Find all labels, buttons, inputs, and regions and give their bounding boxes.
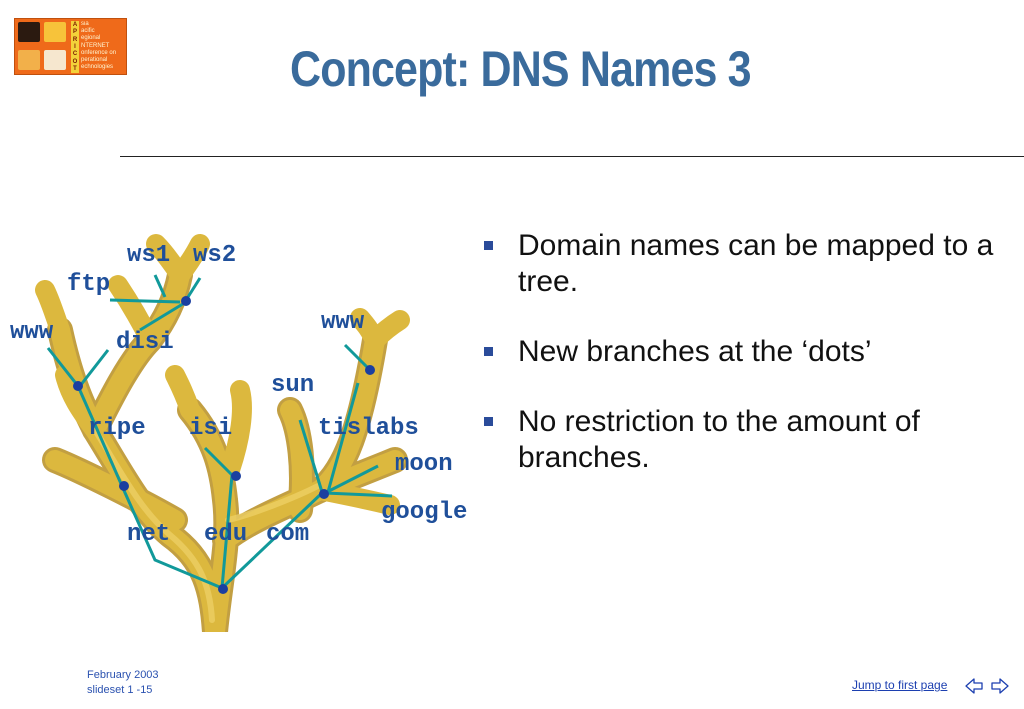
connector-ripe (76, 385, 124, 487)
label-ripe: ripe (88, 415, 146, 442)
slide-title: Concept: DNS Names 3 (290, 41, 752, 97)
connector-www-left (46, 347, 80, 387)
node-tislabs (365, 365, 375, 375)
connector-edu (220, 474, 234, 589)
connector-ws1 (153, 274, 167, 298)
label-tislabs: tislabs (318, 415, 419, 442)
label-disi: disi (116, 329, 174, 356)
logo-acronym: A P R I C O T (71, 21, 79, 73)
label-net: net (127, 521, 171, 548)
bullet-text: Domain names can be mapped to a tree. (518, 229, 994, 298)
acronym-letter: R (72, 36, 78, 43)
connector-google (324, 491, 393, 498)
tree-nodes (73, 296, 375, 594)
bullet-item: New branches at the ‘dots’ (484, 334, 1004, 370)
arrow-left-outline-icon[interactable] (964, 676, 984, 696)
label-ftp: ftp (67, 271, 111, 298)
logo-word: NTERNET (81, 42, 110, 49)
bullet-item: Domain names can be mapped to a tree. (484, 228, 1004, 300)
connector-net (120, 485, 223, 590)
bullet-text: No restriction to the amount of branches… (518, 405, 920, 474)
label-isi: isi (189, 415, 233, 442)
label-ws2: ws2 (193, 242, 237, 269)
logo-word: echnologies (81, 64, 114, 71)
label-edu: edu (204, 521, 248, 548)
logo-word: onference on (81, 49, 117, 56)
logo-word: acific (81, 28, 95, 35)
acronym-letter: T (73, 65, 77, 72)
acronym-letter: C (72, 51, 78, 58)
label-google: google (381, 499, 468, 526)
sun-icon (44, 22, 66, 42)
title-divider (120, 156, 1024, 157)
apricot-logo: A P R I C O T sia acific egional NTERNET… (14, 18, 127, 75)
label-com: com (266, 521, 310, 548)
connector-tislabs (298, 419, 324, 493)
connector-www-right (343, 343, 370, 370)
connector-ws2 (186, 277, 202, 298)
connector-isi (203, 446, 234, 477)
logo-word: perational (81, 57, 108, 64)
node-ripe (73, 381, 83, 391)
node-edu (231, 471, 241, 481)
acronym-letter: P (72, 29, 77, 36)
connector-ftp (109, 298, 181, 304)
logo-word: sia (81, 21, 89, 27)
acronym-letter: O (72, 58, 78, 65)
footer-date: February 2003 (87, 669, 159, 681)
label-ws1: ws1 (127, 242, 171, 269)
logo-words: sia acific egional NTERNET onference on … (81, 21, 127, 73)
acronym-letter: A (72, 22, 78, 28)
jump-to-first-page-link[interactable]: Jump to first page (852, 678, 948, 692)
label-www-right: www (321, 309, 365, 336)
connector-disi (78, 349, 110, 387)
arrow-right-outline-icon[interactable] (990, 676, 1010, 696)
dns-tree-diagram (35, 234, 410, 632)
bullet-text: New branches at the ‘dots’ (518, 335, 872, 368)
logo-word: egional (81, 35, 101, 42)
connector-com (220, 491, 324, 590)
bullet-list: Domain names can be mapped to a tree. Ne… (484, 228, 1004, 510)
footer-slideset: slideset 1 -15 (87, 684, 153, 696)
globe-icon (18, 22, 40, 42)
label-sun: sun (271, 372, 315, 399)
node-root (218, 584, 228, 594)
cloud-icon (44, 50, 66, 70)
node-disi (181, 296, 191, 306)
book-icon (18, 50, 40, 70)
node-net (119, 481, 129, 491)
node-com (319, 489, 329, 499)
bullet-square-icon (484, 347, 493, 356)
footer-info: February 2003 slideset 1 -15 (87, 668, 159, 698)
label-moon: moon (395, 451, 453, 478)
label-www-left: www (10, 319, 54, 346)
bullet-item: No restriction to the amount of branches… (484, 404, 1004, 476)
connector-disi-up (139, 300, 187, 332)
bullet-square-icon (484, 241, 493, 250)
tree-connectors (46, 274, 393, 590)
bullet-square-icon (484, 417, 493, 426)
connector-moon (324, 464, 379, 495)
connector-sun (326, 382, 360, 493)
acronym-letter: I (74, 43, 76, 50)
